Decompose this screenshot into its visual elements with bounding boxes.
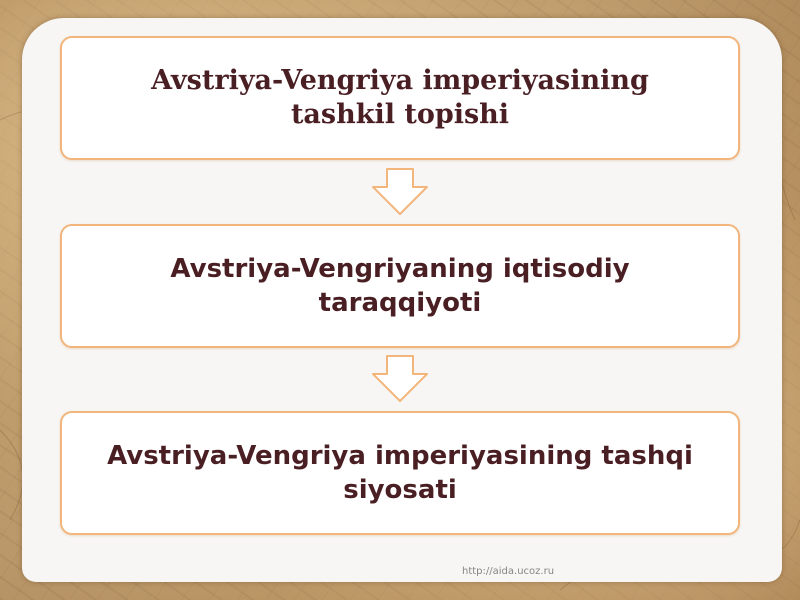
flow-step-1-label: Avstriya-Vengriya imperiyasining tashkil… (151, 65, 649, 130)
flow-step-2-label: Avstriya-Vengriyaning iqtisodiy taraqqiy… (170, 254, 630, 318)
down-arrow-icon (372, 168, 428, 215)
flow-step-1: Avstriya-Vengriya imperiyasining tashkil… (60, 36, 740, 160)
watermark-url: http://aida.ucoz.ru (462, 566, 555, 577)
flow-step-3: Avstriya-Vengriya imperiyasining tashqi … (60, 411, 740, 535)
down-arrow-icon (372, 355, 428, 402)
flow-step-2: Avstriya-Vengriyaning iqtisodiy taraqqiy… (60, 224, 740, 348)
flow-step-3-label: Avstriya-Vengriya imperiyasining tashqi … (107, 441, 693, 505)
